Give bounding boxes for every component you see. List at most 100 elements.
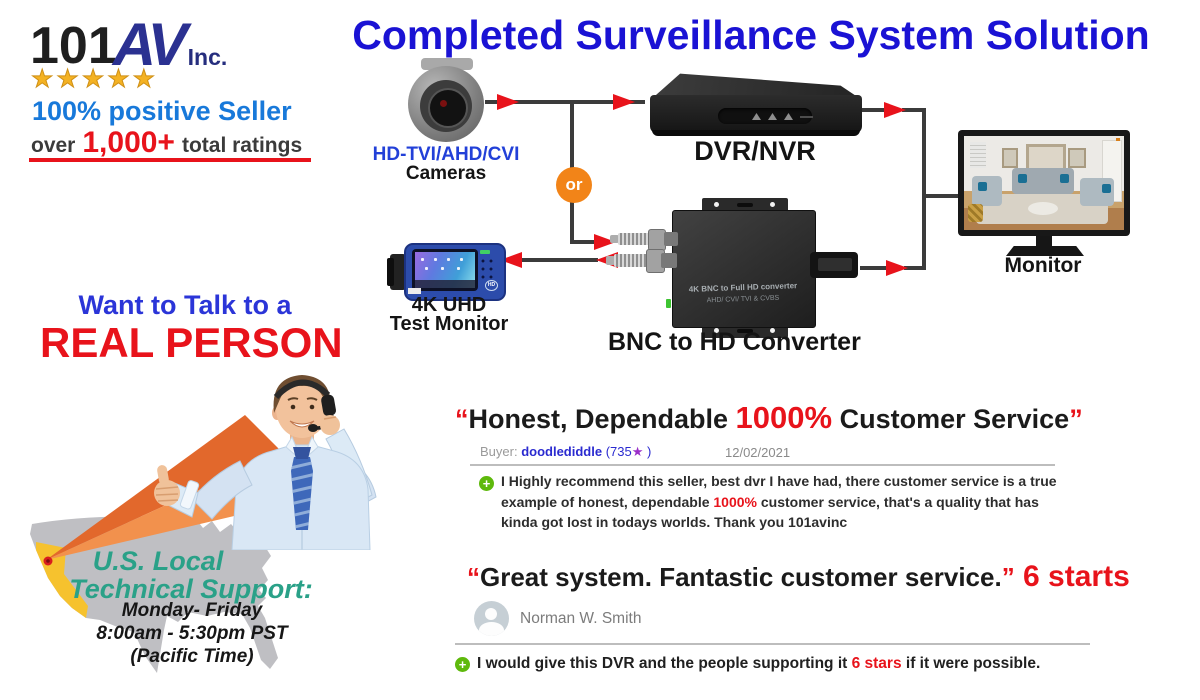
review-1-heading-pct: 1000% [735,400,833,435]
test-monitor-lens [390,254,406,290]
review-1-line-2a: example of honest, dependable [501,493,714,510]
support-days: Monday- Friday [121,600,263,621]
arrow-right-icon [884,102,906,118]
wire-to-test-monitor [522,258,598,262]
buyer-label: Buyer: [480,444,522,459]
camera-type-label: HD-TVI/AHD/CVI [372,144,520,165]
dvr-button-icon [752,113,761,120]
quote-open: “ [467,562,480,592]
ratings-suffix: total ratings [181,134,303,157]
review-1-body: I Highly recommend this seller, best dvr… [501,471,1057,533]
dvr-button-icon [784,113,793,120]
review-1-heading-b: Customer Service [832,404,1070,434]
ratings-line: over 1,000+ total ratings [31,126,302,160]
arrow-right-icon [613,94,635,110]
bnc-connector-icon [610,229,678,251]
logo-inc: Inc. [187,44,228,70]
avatar-person-icon [485,608,497,620]
wire-dvr-output-2 [902,108,924,112]
positive-feedback-icon: + [479,476,494,491]
wire-right-vertical [922,108,926,270]
test-monitor-tag [408,288,421,294]
red-underline [29,158,311,162]
positive-feedback-icon: + [455,657,470,672]
wire-to-converter [572,240,604,244]
test-monitor-label-1: 4K UHD [411,294,487,316]
review-1-line-1: I Highly recommend this seller, best dvr… [501,473,1057,489]
support-hours: 8:00am - 5:30pm PST [96,623,288,644]
quote-close: ” [1001,562,1015,592]
review-2-body: I would give this DVR and the people sup… [477,655,1040,673]
dvr-dash [800,116,813,118]
review-1-line-2-red: 1000% [713,493,757,510]
wire-hdmi-output-2 [904,266,924,270]
monitor-stand-neck [1036,236,1052,247]
converter-label: BNC to HD Converter [608,328,861,356]
logo-101: 101 [30,17,117,75]
wire-to-monitor [924,194,962,198]
wire-dvr-output [860,108,888,112]
reviewer-name: Norman W. Smith [520,610,642,627]
review-1-line-2b: customer service, that's a quality that … [756,493,1039,510]
divider [470,464,1055,466]
review-2-heading: “Great system. Fantastic customer servic… [467,560,1130,594]
review-1-line-3: kinda got lost in todays worlds. Thank y… [501,514,848,530]
buyer-score: (735 [602,444,632,459]
hd-badge: HD [485,280,498,291]
review-2-heading-red: 6 starts [1014,560,1130,593]
test-monitor-buttons [479,257,497,283]
review-2-body-a: I would give this DVR and the people sup… [477,655,852,672]
quote-open: “ [455,404,469,434]
buyer-star-icon: ★ [631,444,644,459]
or-badge: or [556,167,592,203]
support-timezone: (Pacific Time) [130,646,254,667]
dvr-label: DVR/NVR [694,136,816,166]
logo-av: AV [112,11,188,78]
review-1-heading-a: Honest, Dependable [468,404,736,434]
page-title: Completed Surveillance System Solution [352,12,1150,58]
bnc-connector-icon [606,249,680,273]
camera-lens [428,88,468,128]
test-monitor-screen [415,252,475,288]
camera-labels: HD-TVI/AHD/CVI Cameras [358,145,534,183]
avatar [474,601,509,636]
review-1-line-2: example of honest, dependable 1000% cust… [501,492,1057,513]
dvr-bottom-lip [652,130,860,136]
review-2-heading-text: Great system. Fantastic customer service… [480,562,1002,592]
monitor-screen-preview [964,136,1124,230]
review-1-date: 12/02/2021 [725,445,791,460]
test-monitor-lens-cap [387,258,394,286]
five-stars-icon: ★★★★★ [30,65,159,94]
review-1-heading: “Honest, Dependable 1000% Customer Servi… [455,400,1083,436]
converter-led [666,299,671,308]
dvr-button-icon [768,113,777,120]
wire-camera-to-dvr [485,100,645,104]
ratings-prefix: over [31,134,76,157]
ratings-count: 1,000+ [82,126,175,159]
arrow-right-icon [497,94,519,110]
review-2-body-red: 6 stars [851,655,902,672]
talk-line-1: Want to Talk to a [78,290,292,320]
wire-hdmi-output [860,266,888,270]
converter-device [672,210,816,328]
review-2-body-b: if it were possible. [901,655,1041,672]
quote-close: ” [1069,404,1083,434]
positive-seller-text: 100% positive Seller [32,96,292,126]
support-heading-2: Technical Support: [69,574,313,604]
camera-name-label: Cameras [405,163,487,184]
converter-mount-tab [702,198,788,212]
test-monitor-labels: 4K UHD Test Monitor [388,294,510,335]
talk-line-2: REAL PERSON [40,319,343,366]
support-agent-illustration [154,375,377,550]
monitor-stand-base [1006,246,1084,256]
camera-lens-glint [440,100,447,107]
test-monitor-label-2: Test Monitor [389,313,509,335]
support-heading-1: U.S. Local [92,546,224,576]
monitor-label: Monitor [1004,254,1082,277]
test-monitor-power-button [480,250,490,254]
buyer-name: doodlediddle [521,444,603,459]
arrow-right-icon [886,260,908,276]
dvr-button-recess [718,108,812,124]
